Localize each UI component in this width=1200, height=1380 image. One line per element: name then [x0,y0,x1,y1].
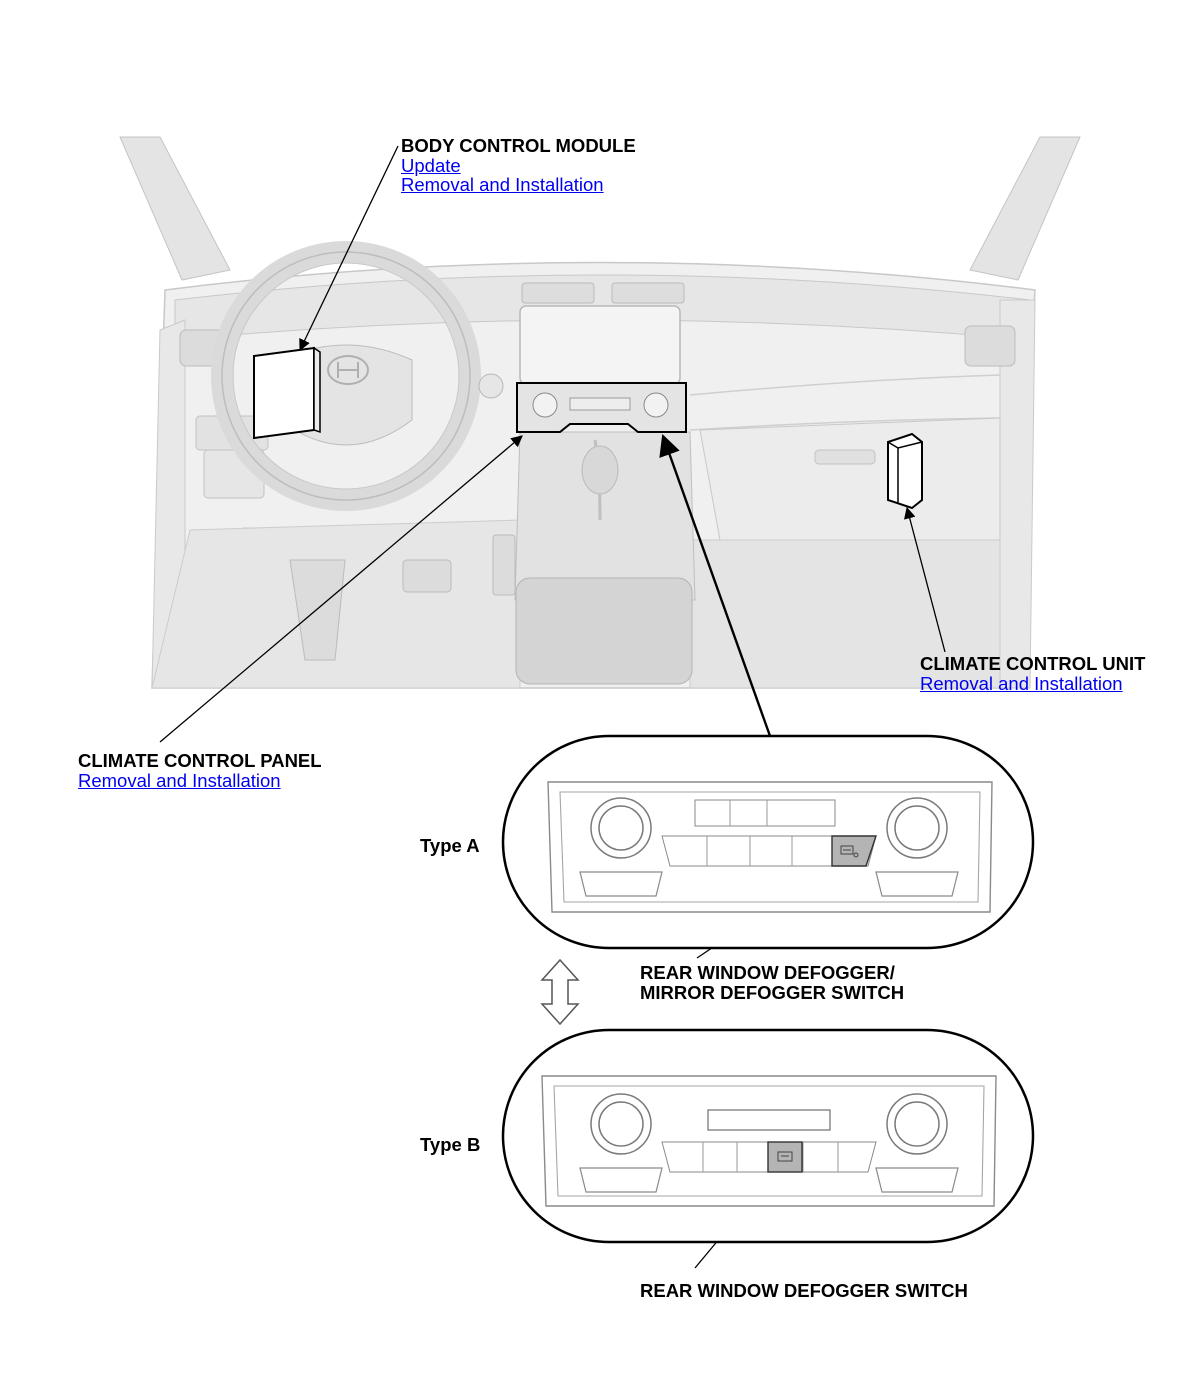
defogger-mirror-switch-a [831,835,877,867]
ccu-removal-link[interactable]: Removal and Installation [920,673,1123,694]
honda-logo [327,355,369,385]
bcm-update-link[interactable]: Update [401,155,461,176]
double-arrow-icon [540,958,580,1026]
defogger-mirror-switch-label-2: MIRROR DEFOGGER SWITCH [640,982,905,1003]
type-a-label: Type A [420,835,480,856]
climate-control-panel-title: CLIMATE CONTROL PANEL [78,750,322,771]
bcm-removal-link[interactable]: Removal and Installation [401,174,604,195]
climate-control-unit-box [887,432,923,510]
body-control-module-title: BODY CONTROL MODULE [401,135,636,156]
type-b-panel [501,1028,1035,1244]
body-control-module-box [253,346,321,440]
climate-control-unit-title: CLIMATE CONTROL UNIT [920,653,1146,674]
defogger-mirror-switch-label-1: REAR WINDOW DEFOGGER/ [640,962,895,983]
defogger-icon [840,845,859,858]
type-b-label: Type B [420,1134,481,1155]
ccp-removal-link[interactable]: Removal and Installation [78,770,281,791]
leader-lines [159,145,946,1269]
defogger-switch-label: REAR WINDOW DEFOGGER SWITCH [640,1280,968,1301]
type-a-panel [501,734,1035,950]
defogger-switch-b [767,1141,803,1173]
